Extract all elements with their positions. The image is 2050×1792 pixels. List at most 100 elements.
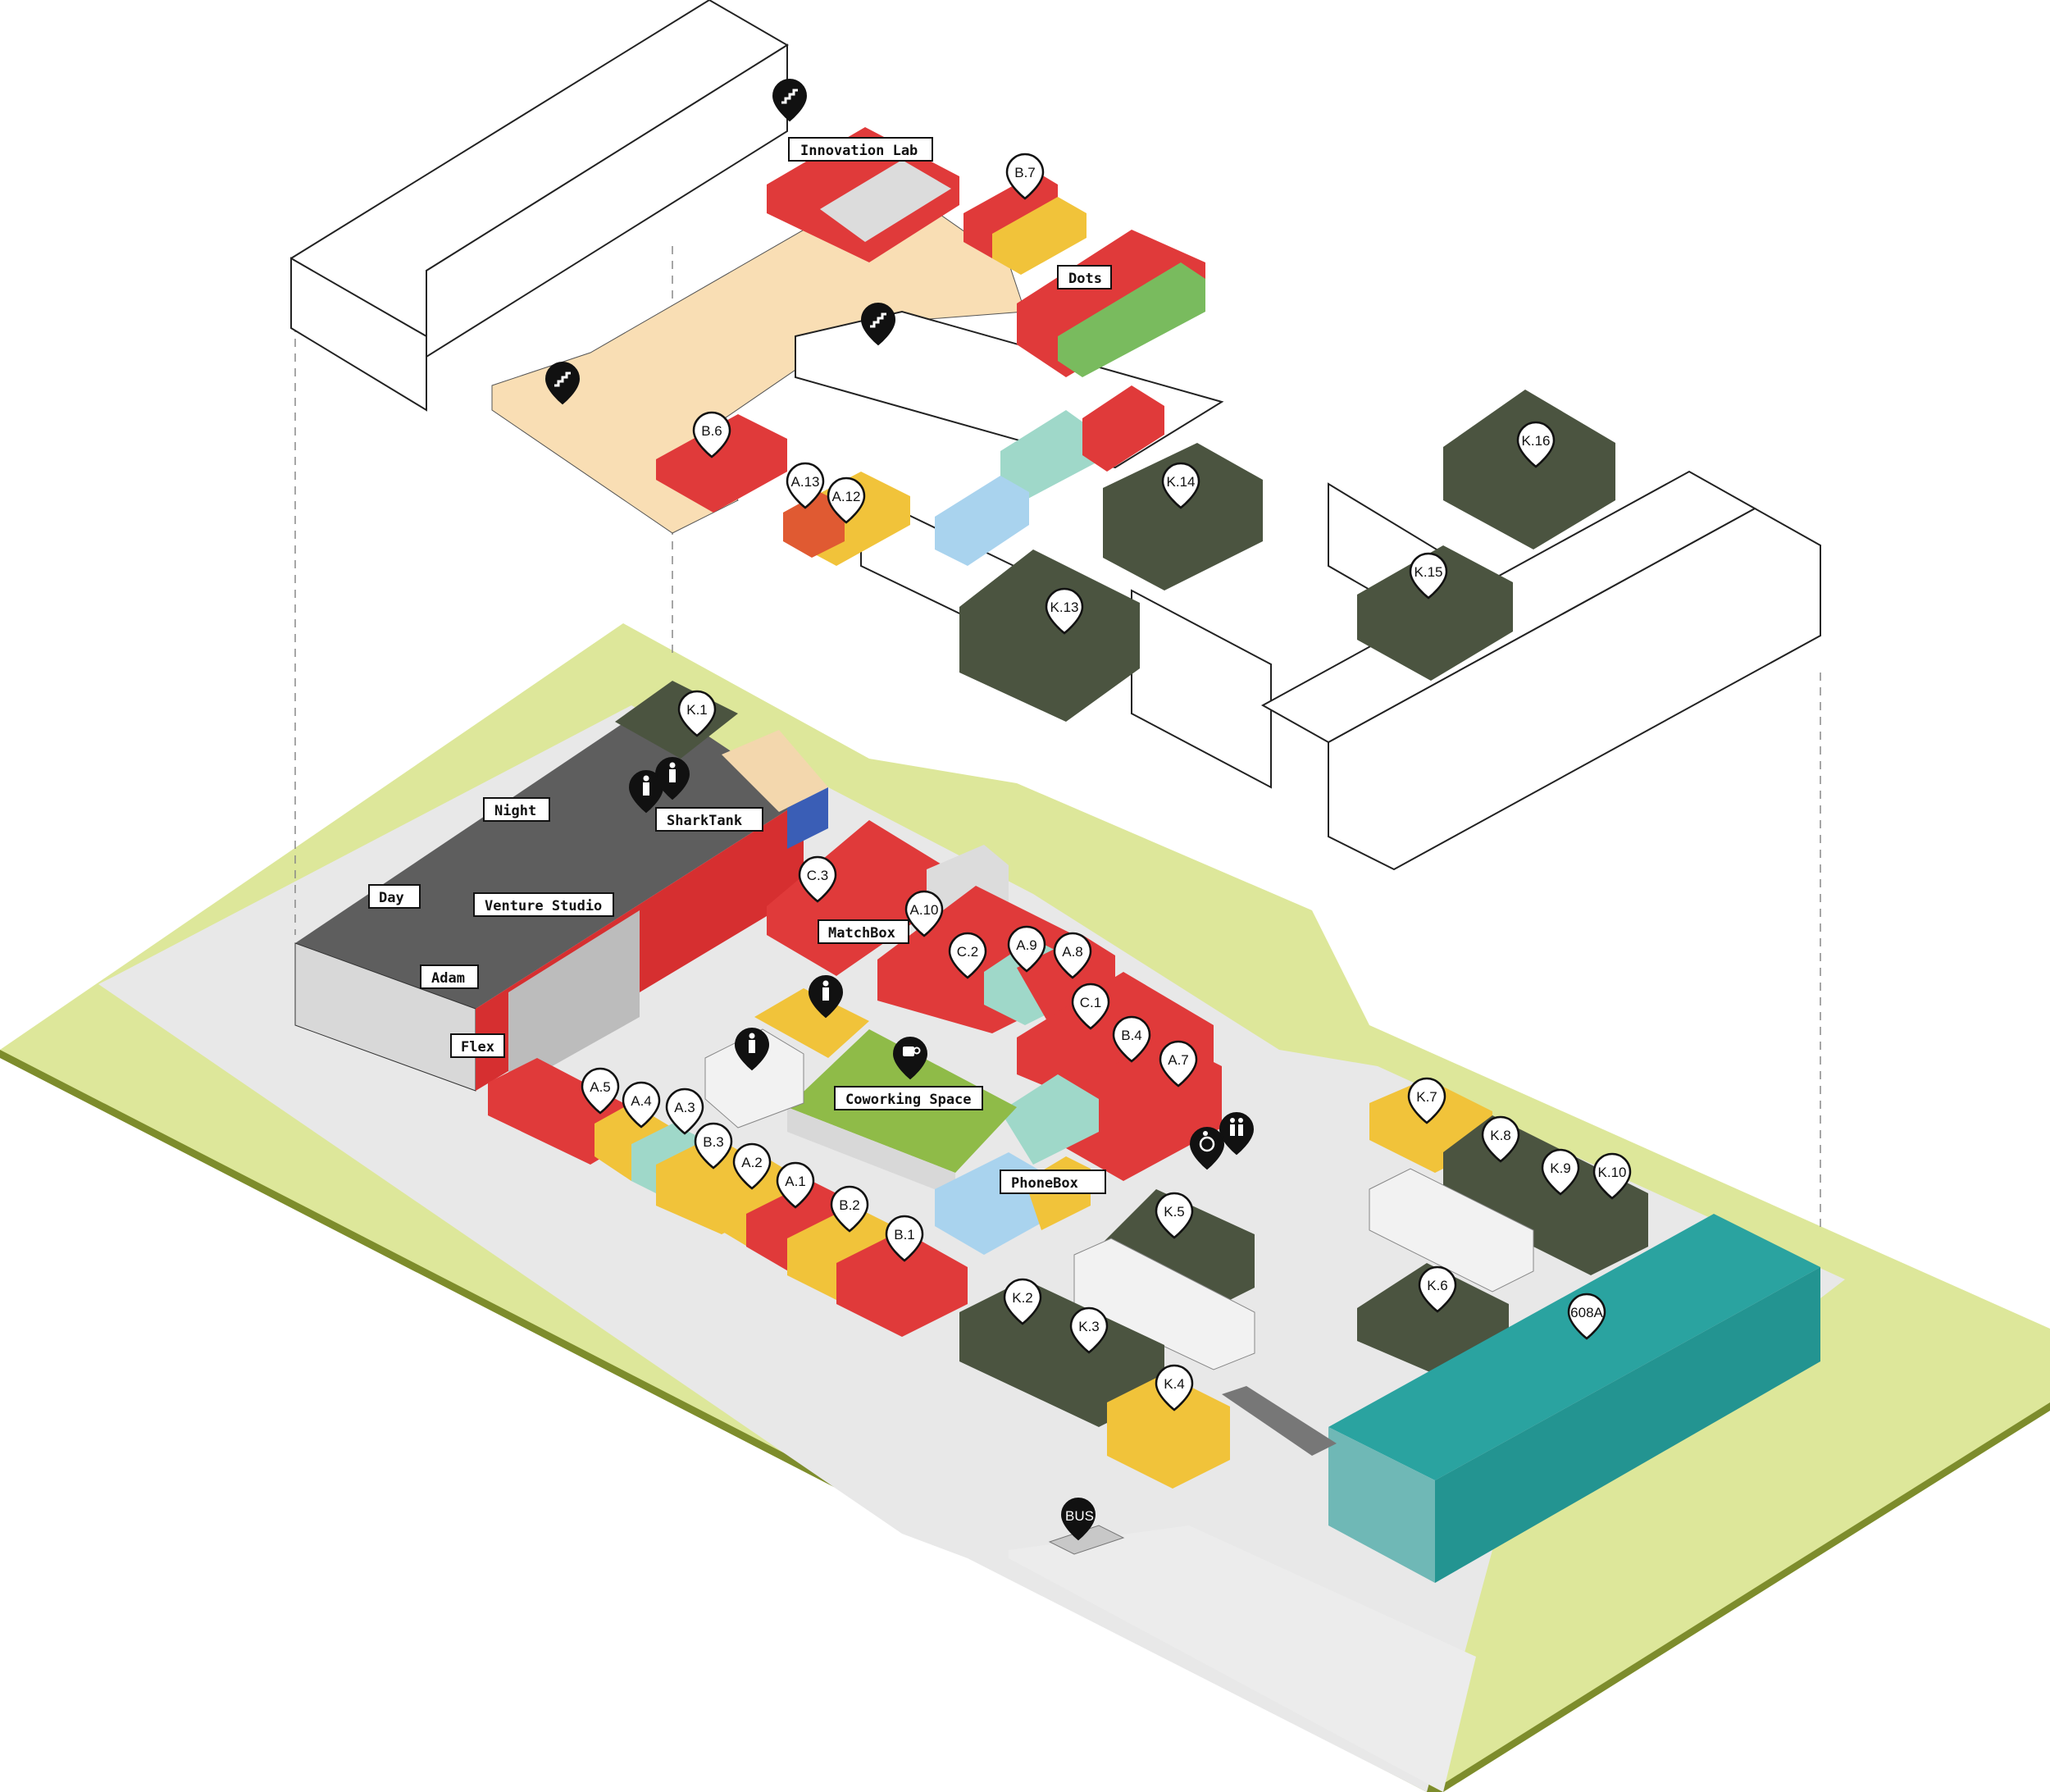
svg-text:Coworking Space: Coworking Space [845, 1092, 972, 1108]
pin-marker [904, 890, 944, 937]
pin-marker [1516, 421, 1556, 468]
pin-k7[interactable]: K.7 [1407, 1077, 1446, 1124]
pin-label: K.15 [1414, 564, 1443, 580]
pin-k8[interactable]: K.8 [1481, 1115, 1520, 1163]
pin-label: 608A [1570, 1305, 1603, 1320]
label-adam[interactable]: Adam [420, 964, 479, 989]
label-sharktank[interactable]: SharkTank [655, 807, 763, 832]
pin-label: K.3 [1078, 1319, 1100, 1334]
pin-k2[interactable]: K.2 [1003, 1278, 1042, 1325]
pin-marker [1069, 1306, 1109, 1354]
pin-a9[interactable]: A.9 [1007, 925, 1046, 973]
pin-label: A.10 [910, 902, 939, 918]
pin-label: A.1 [785, 1174, 806, 1189]
pin-a12[interactable]: A.12 [827, 476, 866, 524]
pin-label: A.3 [674, 1100, 695, 1115]
pin-marker [1407, 1077, 1446, 1124]
pin-a7[interactable]: A.7 [1159, 1040, 1198, 1088]
pin-a5[interactable]: A.5 [581, 1067, 620, 1115]
label-coworking-space[interactable]: Coworking Space [834, 1086, 983, 1110]
pin-marker [581, 1067, 620, 1115]
pin-k608a[interactable]: 608A [1567, 1293, 1606, 1340]
pin-marker [1003, 1278, 1042, 1325]
pin-k16[interactable]: K.16 [1516, 421, 1556, 468]
pin-k15[interactable]: K.15 [1409, 552, 1448, 600]
label-venture-studio[interactable]: Venture Studio [473, 892, 614, 917]
pin-a1[interactable]: A.1 [776, 1161, 815, 1209]
accessible-icon[interactable] [1189, 1127, 1225, 1170]
pin-b1[interactable]: B.1 [885, 1215, 924, 1262]
pin-a13[interactable]: A.13 [786, 462, 825, 509]
pin-k14[interactable]: K.14 [1161, 462, 1200, 509]
pin-k6[interactable]: K.6 [1418, 1265, 1457, 1313]
pin-marker [1159, 1040, 1198, 1088]
pin-label: K.10 [1598, 1165, 1627, 1180]
svg-text:PhoneBox: PhoneBox [1011, 1175, 1078, 1192]
label-flex[interactable]: Flex [450, 1033, 505, 1058]
pin-a3[interactable]: A.3 [665, 1088, 704, 1135]
stairs-icon[interactable] [772, 79, 808, 122]
dots-container-green [1058, 262, 1205, 377]
label-night[interactable]: Night [483, 797, 550, 822]
pin-a10[interactable]: A.10 [904, 890, 944, 937]
pin-a4[interactable]: A.4 [622, 1081, 661, 1129]
stairs-icon[interactable] [544, 362, 581, 405]
pin-marker [1592, 1152, 1632, 1200]
pin-marker [1053, 932, 1092, 979]
pin-b3[interactable]: B.3 [694, 1122, 733, 1170]
coffee-icon[interactable] [892, 1037, 928, 1080]
pin-k9[interactable]: K.9 [1541, 1148, 1580, 1196]
restroom-icon[interactable] [628, 770, 664, 814]
pin-k4[interactable]: K.4 [1155, 1364, 1194, 1411]
pin-c3[interactable]: C.3 [798, 855, 837, 903]
bus-stop-icon[interactable]: BUS [1060, 1498, 1096, 1541]
pin-label: A.4 [631, 1093, 652, 1109]
label-dots[interactable]: Dots [1057, 265, 1112, 290]
pin-marker [1045, 587, 1084, 635]
pin-k5[interactable]: K.5 [1155, 1192, 1194, 1239]
icon-pins: BUS [544, 79, 1255, 1541]
pin-label: B.1 [894, 1227, 915, 1243]
k13-container [959, 549, 1140, 722]
label-matchbox[interactable]: MatchBox [818, 919, 909, 944]
pin-label: K.6 [1427, 1278, 1448, 1293]
pin-marker [732, 1142, 772, 1190]
label-day[interactable]: Day [368, 884, 421, 909]
pin-marker [692, 411, 731, 458]
pin-marker [1409, 552, 1448, 600]
pin-a2[interactable]: A.2 [732, 1142, 772, 1190]
pin-label: K.14 [1167, 474, 1196, 490]
pin-b6[interactable]: B.6 [692, 411, 731, 458]
restroom-icon[interactable] [654, 757, 690, 800]
pin-c2[interactable]: C.2 [948, 932, 987, 979]
pin-k3[interactable]: K.3 [1069, 1306, 1109, 1354]
bridge [1222, 1386, 1337, 1456]
unit-pins: B.7B.6A.13A.12 K.14 K.16K.15K.13K.1C.3A.10… [581, 153, 1632, 1411]
pin-marker [776, 1161, 815, 1209]
pin-k13[interactable]: K.13 [1045, 587, 1084, 635]
pin-b7[interactable]: B.7 [1005, 153, 1045, 200]
sharktank-blue [787, 787, 828, 849]
pin-b4[interactable]: B.4 [1112, 1015, 1151, 1063]
pin-c1[interactable]: C.1 [1071, 983, 1110, 1030]
white-container-k6 [1369, 1168, 1534, 1293]
restroom-icon[interactable] [1219, 1112, 1255, 1156]
pin-marker [1005, 153, 1045, 200]
restroom-icon[interactable] [808, 975, 844, 1019]
pin-label: K.4 [1164, 1376, 1185, 1392]
stairs-icon[interactable] [860, 303, 896, 346]
pin-b2[interactable]: B.2 [830, 1185, 869, 1233]
sidewalk [1009, 1525, 1476, 1792]
label-innovation-lab[interactable]: Innovation Lab [788, 137, 933, 162]
restroom-icon[interactable] [734, 1028, 770, 1071]
svg-text:Venture Studio: Venture Studio [485, 898, 602, 914]
sharktank-deck [722, 730, 828, 812]
pin-label: B.2 [839, 1197, 860, 1213]
pin-k10[interactable]: K.10 [1592, 1152, 1632, 1200]
pin-a8[interactable]: A.8 [1053, 932, 1092, 979]
pin-marker [622, 1081, 661, 1129]
label-phonebox[interactable]: PhoneBox [1000, 1170, 1106, 1194]
pin-k1[interactable]: K.1 [677, 690, 717, 737]
pin-marker [1567, 1293, 1606, 1340]
